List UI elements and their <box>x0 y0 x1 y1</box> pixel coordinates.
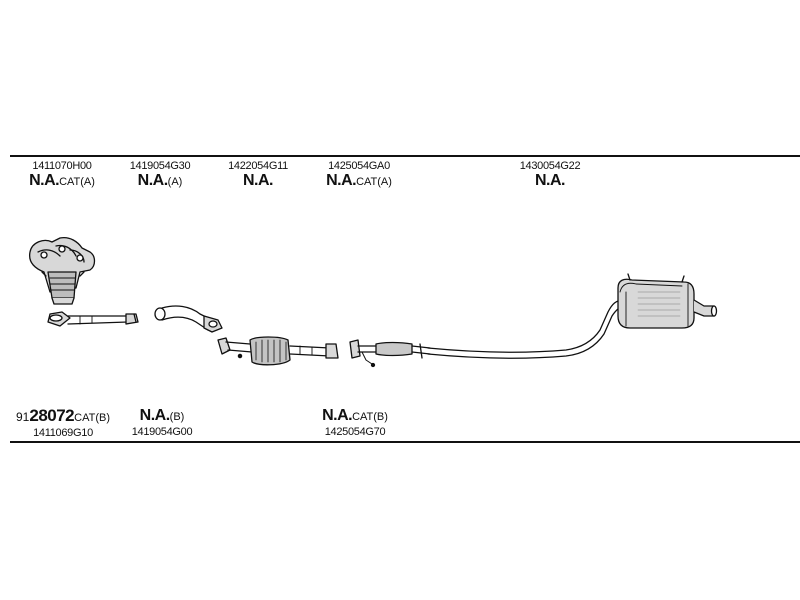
note-bold: N.A. <box>243 172 274 189</box>
note-suffix: (B) <box>169 411 185 423</box>
exhaust-manifold-catalyst-icon <box>28 236 96 305</box>
part-number: 1425054G70 <box>324 426 386 438</box>
part-number: 1411069G10 <box>33 427 93 439</box>
tail-pipe-icon <box>427 299 627 359</box>
rear-muffler-icon <box>617 273 718 329</box>
label-top-3: 1422054G11 N.A. <box>218 160 298 191</box>
label-top-2: 1419054G30 N.A.(A) <box>120 160 200 191</box>
note-suffix: CAT(A) <box>356 176 392 188</box>
part-number: 1411070H00 <box>32 160 92 172</box>
note-bold: N.A. <box>322 407 353 424</box>
note-suffix: CAT(A) <box>59 176 95 188</box>
center-pipe-icon <box>349 339 431 368</box>
part-number: 1419054G30 <box>129 160 191 172</box>
label-bottom-3: N.A.CAT(B) 1425054G70 <box>312 407 398 438</box>
part-number: 1422054G11 <box>228 160 288 172</box>
note-bold: N.A. <box>535 172 566 189</box>
note-suffix: (A) <box>167 176 183 188</box>
note-bold: N.A. <box>139 407 171 424</box>
note-bold: N.A. <box>29 172 60 189</box>
part-number: 1419054G00 <box>131 426 193 438</box>
note-prefix: 91 <box>16 410 30 424</box>
part-number: 1425054GA0 <box>328 160 390 172</box>
bottom-divider <box>10 441 800 443</box>
bent-pipe-icon <box>154 305 223 333</box>
label-bottom-1: 9128072CAT(B) 1411069G10 <box>4 406 122 440</box>
note-suffix: CAT(B) <box>74 412 110 424</box>
catalytic-converter-icon <box>217 336 339 366</box>
note-bold: N.A. <box>137 172 169 189</box>
label-top-4: 1425054GA0 N.A.CAT(A) <box>316 160 402 191</box>
part-number: 1430054G22 <box>519 160 581 172</box>
note-suffix: CAT(B) <box>352 411 388 423</box>
label-bottom-2: N.A.(B) 1419054G00 <box>122 407 202 438</box>
note-bold: 28072 <box>29 406 75 425</box>
note-bold: N.A. <box>326 172 357 189</box>
top-divider <box>10 155 800 157</box>
label-top-1: 1411070H00 N.A.CAT(A) <box>22 160 102 191</box>
label-top-5: 1430054G22 N.A. <box>510 160 590 191</box>
front-pipe-icon <box>47 311 139 327</box>
